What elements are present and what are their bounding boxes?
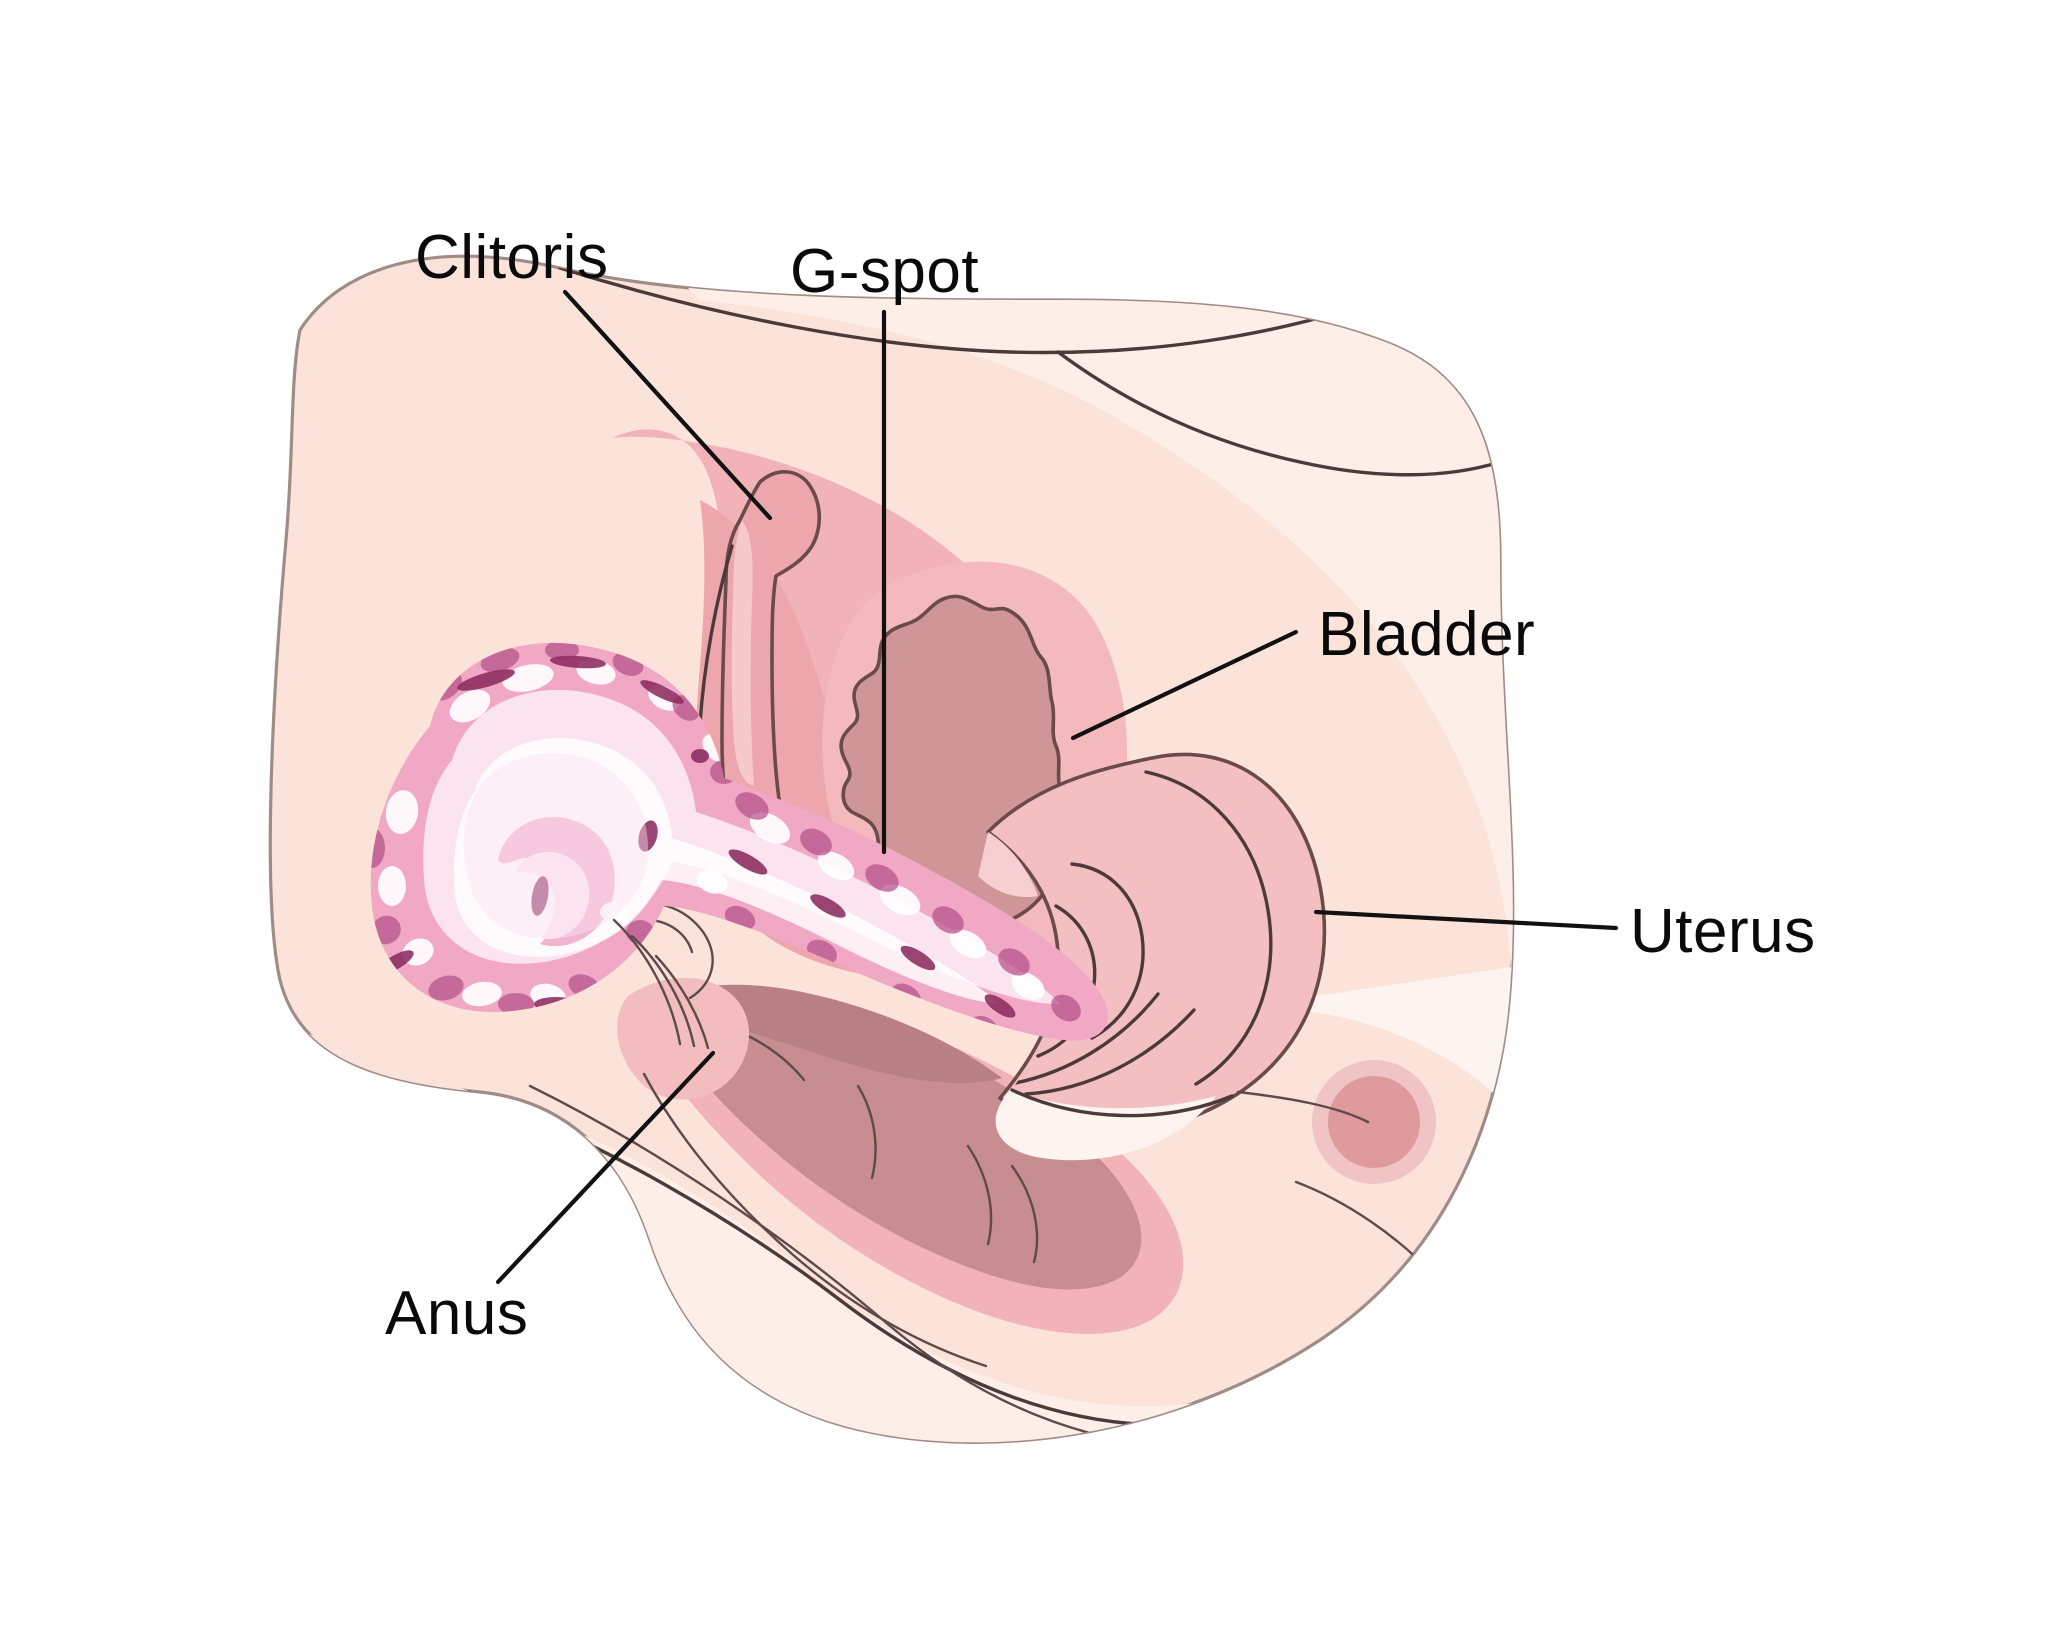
leader-clitoris xyxy=(562,289,773,521)
uterus-inner-contour-5 xyxy=(1024,1008,1196,1096)
sacral-contour-upper xyxy=(1236,1090,1370,1124)
intestine-texture xyxy=(370,642,1081,1041)
label-bladder[interactable]: Bladder xyxy=(1318,600,1535,669)
intestine-inner-curl-light xyxy=(516,851,590,940)
leader-uterus xyxy=(1313,909,1619,931)
anus-fill xyxy=(617,977,750,1100)
intestine-organ xyxy=(370,642,1108,1041)
abdominal-wall-light xyxy=(640,256,1513,1000)
rectum-segment-line-3 xyxy=(1010,1164,1039,1264)
rectum-segment-line-1 xyxy=(856,1084,877,1180)
anal-canal-band xyxy=(664,984,1002,1084)
label-clitoris[interactable]: Clitoris xyxy=(415,223,608,292)
uterus-inner-contour-3 xyxy=(1036,904,1097,1058)
leader-anus xyxy=(495,1050,716,1285)
uterus-interior-lines xyxy=(1008,770,1273,1096)
leader-lines xyxy=(495,289,1619,1285)
intestine-lumen-white xyxy=(453,738,1000,1004)
uterorectal-pouch xyxy=(995,1090,1216,1161)
cervix-highlight xyxy=(978,832,1038,898)
anal-sphincter-line xyxy=(642,1072,988,1368)
intestine-inner-curl xyxy=(498,816,615,947)
rectum-organ xyxy=(664,984,1142,1290)
leader-bladder xyxy=(1070,629,1299,741)
clitoris-highlight xyxy=(731,520,754,786)
uterus-inner-contour-1 xyxy=(1144,770,1273,1086)
sacrum-inner-circle xyxy=(1328,1076,1420,1168)
abdomen-contour-upper xyxy=(558,266,1382,355)
anus-organ xyxy=(617,977,988,1368)
rectum-fill xyxy=(665,993,1142,1290)
label-uterus[interactable]: Uterus xyxy=(1630,897,1816,966)
uterus-inner-contour-2 xyxy=(1070,862,1145,1040)
sacrum-bone xyxy=(1312,1060,1436,1184)
lower-right-light xyxy=(1220,960,1513,1330)
rectum-segment-line-2 xyxy=(966,1144,993,1246)
labels-group: Clitoris G-spot Bladder Uterus Anus xyxy=(385,223,1816,1348)
pelvic-sweep-3 xyxy=(654,954,710,1050)
abdomen-contour-mid xyxy=(1056,350,1502,477)
uterus-inner-contour-4 xyxy=(1008,992,1160,1086)
intestine-deep-streaks xyxy=(370,655,1016,1018)
uterorectal-line xyxy=(1010,1088,1234,1118)
label-anus[interactable]: Anus xyxy=(385,1279,528,1348)
label-g-spot[interactable]: G-spot xyxy=(790,237,979,306)
pelvic-sweep-1 xyxy=(612,918,682,1046)
rectum-segment-line-4 xyxy=(742,1032,806,1082)
pelvic-sweep-2 xyxy=(630,934,696,1048)
intestine-highlights xyxy=(378,659,1045,1009)
intestine-soft-wash xyxy=(463,753,648,939)
